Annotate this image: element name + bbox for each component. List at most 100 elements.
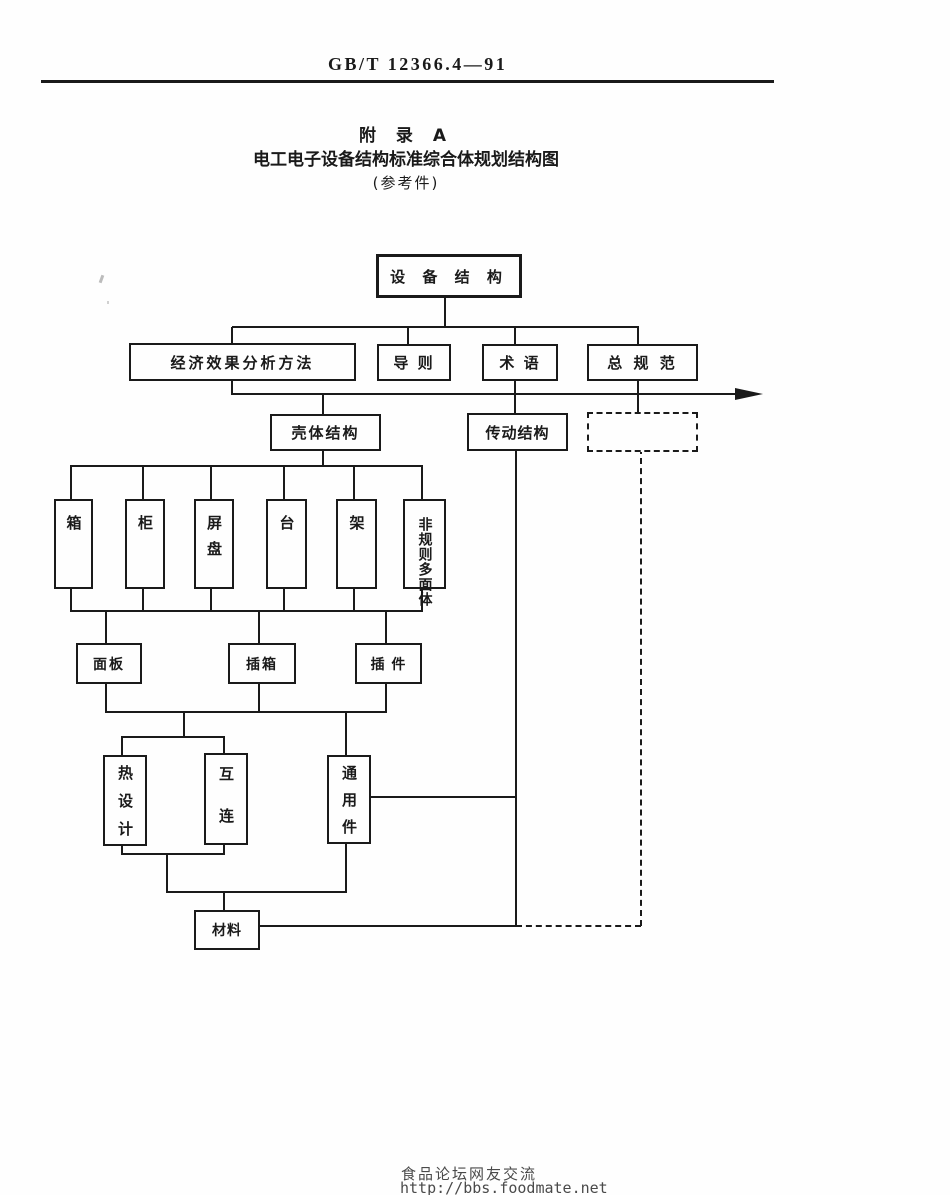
connector-line — [105, 680, 107, 712]
node-label: 术 语 — [499, 354, 541, 372]
connector-line — [637, 377, 639, 413]
node-label: 架 — [347, 515, 366, 530]
connector-line — [142, 466, 144, 499]
node-label: 壳体结构 — [291, 424, 360, 442]
connector-line — [70, 465, 423, 467]
connector-line — [223, 840, 225, 855]
dashed-connector-line — [516, 925, 641, 927]
connector-line — [70, 585, 72, 611]
node-material: 材料 — [194, 910, 260, 950]
connector-line — [353, 466, 355, 499]
connector-line — [121, 841, 123, 855]
node-reserved-dashed — [587, 412, 698, 452]
node-label: 互连 — [217, 766, 235, 850]
node-label: 柜 — [136, 515, 154, 530]
connector-line — [353, 585, 355, 611]
node-label: 热设计 — [116, 765, 134, 849]
node-label: 面板 — [93, 656, 125, 673]
appendix-heading: 附 录 A — [359, 126, 453, 146]
node-common-parts: 通用件 — [327, 755, 371, 846]
connector-line — [232, 326, 639, 328]
node-label: 箱 — [64, 515, 83, 530]
connector-line — [407, 327, 409, 344]
connector-line — [105, 711, 387, 713]
connector-line — [231, 377, 233, 395]
connector-line — [70, 610, 423, 612]
node-interconnection: 互连 — [204, 753, 248, 850]
connector-line — [223, 892, 225, 910]
node-label: 非规则多面体 — [416, 517, 433, 607]
connector-line — [421, 466, 423, 499]
node-general-specification: 总 规 范 — [587, 344, 698, 381]
connector-line — [166, 854, 168, 893]
connector-line — [121, 737, 123, 755]
node-label: 插 件 — [370, 656, 407, 673]
header-rule — [41, 80, 774, 83]
node-equipment-structure: 设 备 结 构 — [376, 254, 522, 298]
connector-line — [121, 736, 225, 738]
node-panel-board: 屏盘 — [194, 499, 234, 589]
arrow-head-icon — [735, 388, 763, 400]
node-label: 总 规 范 — [607, 354, 678, 372]
connector-line — [322, 446, 324, 466]
node-label: 屏盘 — [205, 515, 223, 567]
node-label: 经济效果分析方法 — [170, 353, 315, 372]
connector-line — [637, 327, 639, 344]
node-economic-effect-analysis-method: 经济效果分析方法 — [129, 343, 356, 381]
connector-line — [385, 611, 387, 643]
connector-line — [345, 839, 347, 893]
node-guidelines: 导 则 — [377, 344, 451, 381]
connector-line — [258, 611, 260, 643]
node-front-panel: 面板 — [76, 643, 142, 684]
connector-line — [255, 925, 516, 927]
scan-speckle — [98, 274, 105, 284]
connector-line — [231, 327, 233, 344]
node-console: 台 — [266, 499, 307, 589]
node-label: 插箱 — [246, 656, 278, 673]
connector-line — [210, 466, 212, 499]
connector-line — [121, 853, 225, 855]
node-label: 通用件 — [340, 765, 358, 846]
node-transmission-structure: 传动结构 — [467, 413, 568, 451]
dashed-connector-line — [640, 448, 642, 926]
node-subrack: 插箱 — [228, 643, 296, 684]
connector-line — [322, 395, 324, 415]
node-cabinet: 柜 — [125, 499, 165, 589]
reference-note: (参考件) — [372, 174, 440, 192]
node-thermal-design: 热设计 — [103, 755, 147, 849]
connector-line — [283, 466, 285, 499]
connector-line — [421, 585, 423, 611]
standard-code: GB/T 12366.4—91 — [328, 54, 508, 74]
node-label: 台 — [277, 515, 296, 530]
node-plug-in-unit: 插 件 — [355, 643, 422, 684]
connector-line — [166, 891, 347, 893]
node-label: 设 备 结 构 — [390, 267, 508, 286]
connector-line — [514, 327, 516, 344]
footer-watermark-text: 食品论坛网友交流 — [401, 1165, 538, 1183]
node-shell-structure: 壳体结构 — [270, 414, 381, 451]
connector-line — [258, 680, 260, 712]
connector-line — [385, 680, 387, 712]
node-rack: 架 — [336, 499, 377, 589]
node-label: 材料 — [212, 923, 242, 939]
page-title: 电工电子设备结构标准综合体规划结构图 — [253, 150, 559, 170]
node-terminology: 术 语 — [482, 344, 558, 381]
connector-line — [223, 737, 225, 753]
connector-line — [142, 585, 144, 611]
scan-speckle — [107, 301, 109, 304]
connector-line — [367, 796, 516, 798]
connector-line — [444, 292, 446, 327]
arrow-shaft — [232, 393, 737, 395]
node-label: 导 则 — [393, 354, 435, 372]
connector-line — [183, 712, 185, 738]
connector-line — [70, 466, 72, 499]
node-box: 箱 — [54, 499, 93, 589]
connector-line — [345, 712, 347, 755]
connector-line — [210, 585, 212, 611]
connector-line — [514, 377, 516, 414]
footer-watermark-url: http://bbs.foodmate.net — [400, 1179, 608, 1195]
node-label: 传动结构 — [485, 423, 550, 442]
connector-line — [283, 585, 285, 611]
connector-line — [105, 611, 107, 643]
